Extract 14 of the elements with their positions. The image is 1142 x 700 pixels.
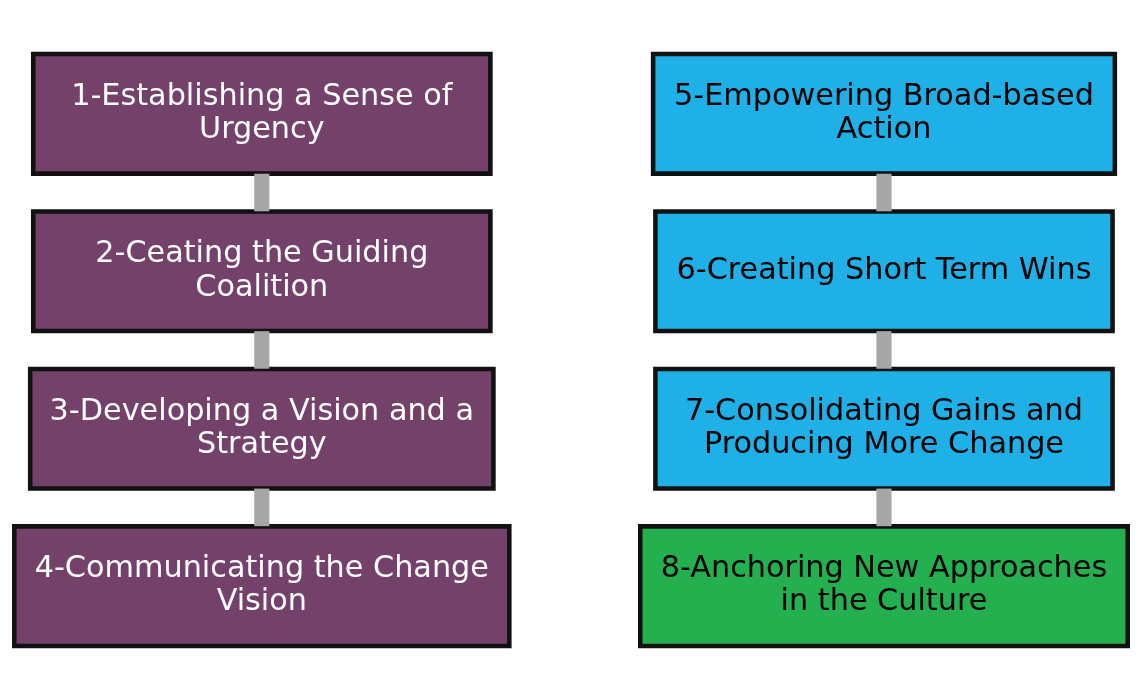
node-box: 4-Communicating the Change Vision: [12, 524, 512, 649]
node-box: 8-Anchoring New Approaches in the Culture: [638, 524, 1130, 649]
connector: [876, 331, 892, 369]
node-box: 5-Empowering Broad-based Action: [650, 51, 1118, 176]
node-box: 3-Developing a Vision and a Strategy: [27, 366, 496, 491]
connector: [876, 173, 892, 212]
node-box: 6-Creating Short Term Wins: [653, 209, 1115, 334]
connector: [254, 488, 270, 527]
connector: [254, 173, 270, 212]
connector: [876, 488, 892, 527]
connector: [254, 331, 270, 369]
node-box: 2-Ceating the Guiding Coalition: [30, 209, 493, 334]
node-box: 1-Establishing a Sense of Urgency: [30, 51, 493, 176]
node-box: 7-Consolidating Gains and Producing More Change: [653, 366, 1115, 491]
